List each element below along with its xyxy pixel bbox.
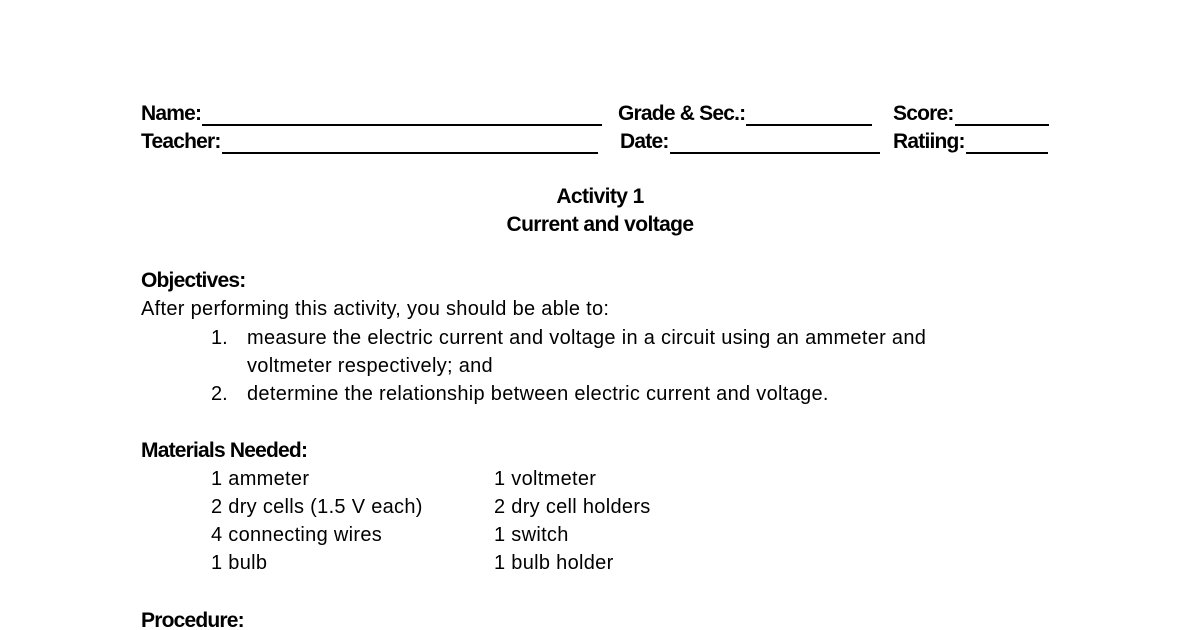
objective-text-cont: voltmeter respectively; and — [247, 355, 493, 377]
score-field[interactable]: Score: — [893, 100, 1049, 126]
grade-field[interactable]: Grade & Sec.: — [618, 100, 873, 126]
material-item: 1 voltmeter — [494, 468, 597, 490]
grade-label: Grade & Sec.: — [618, 102, 746, 125]
material-item: 1 bulb — [211, 552, 268, 574]
material-item: 2 dry cells (1.5 V each) — [211, 496, 423, 518]
rating-field[interactable]: Ratiing: — [893, 128, 1048, 154]
material-item: 1 switch — [494, 524, 569, 546]
objectives-intro: After performing this activity, you shou… — [141, 298, 610, 320]
teacher-field[interactable]: Teacher: — [141, 128, 598, 154]
objective-number: 2. — [211, 383, 228, 405]
score-blank — [954, 106, 1049, 126]
procedure-heading: Procedure: — [141, 609, 245, 630]
material-item: 2 dry cell holders — [494, 496, 651, 518]
objective-text: determine the relationship between elect… — [247, 383, 829, 405]
date-field[interactable]: Date: — [620, 128, 880, 154]
materials-heading: Materials Needed: — [141, 439, 308, 462]
material-item: 4 connecting wires — [211, 524, 383, 546]
objective-text: measure the electric current and voltage… — [247, 327, 927, 349]
date-blank — [669, 134, 880, 154]
activity-subtitle: Current and voltage — [506, 213, 695, 236]
activity-title: Activity 1 — [556, 185, 644, 208]
objectives-heading: Objectives: — [141, 269, 246, 292]
material-item: 1 ammeter — [211, 468, 310, 490]
name-blank — [202, 106, 603, 126]
name-field[interactable]: Name: — [141, 100, 603, 126]
rating-label: Ratiing: — [893, 130, 966, 153]
date-label: Date: — [620, 130, 669, 153]
rating-blank — [965, 134, 1048, 154]
name-label: Name: — [141, 102, 202, 125]
teacher-blank — [221, 134, 598, 154]
score-label: Score: — [893, 102, 954, 125]
teacher-label: Teacher: — [141, 130, 221, 153]
material-item: 1 bulb holder — [494, 552, 614, 574]
grade-blank — [746, 106, 873, 126]
objective-number: 1. — [211, 327, 228, 349]
